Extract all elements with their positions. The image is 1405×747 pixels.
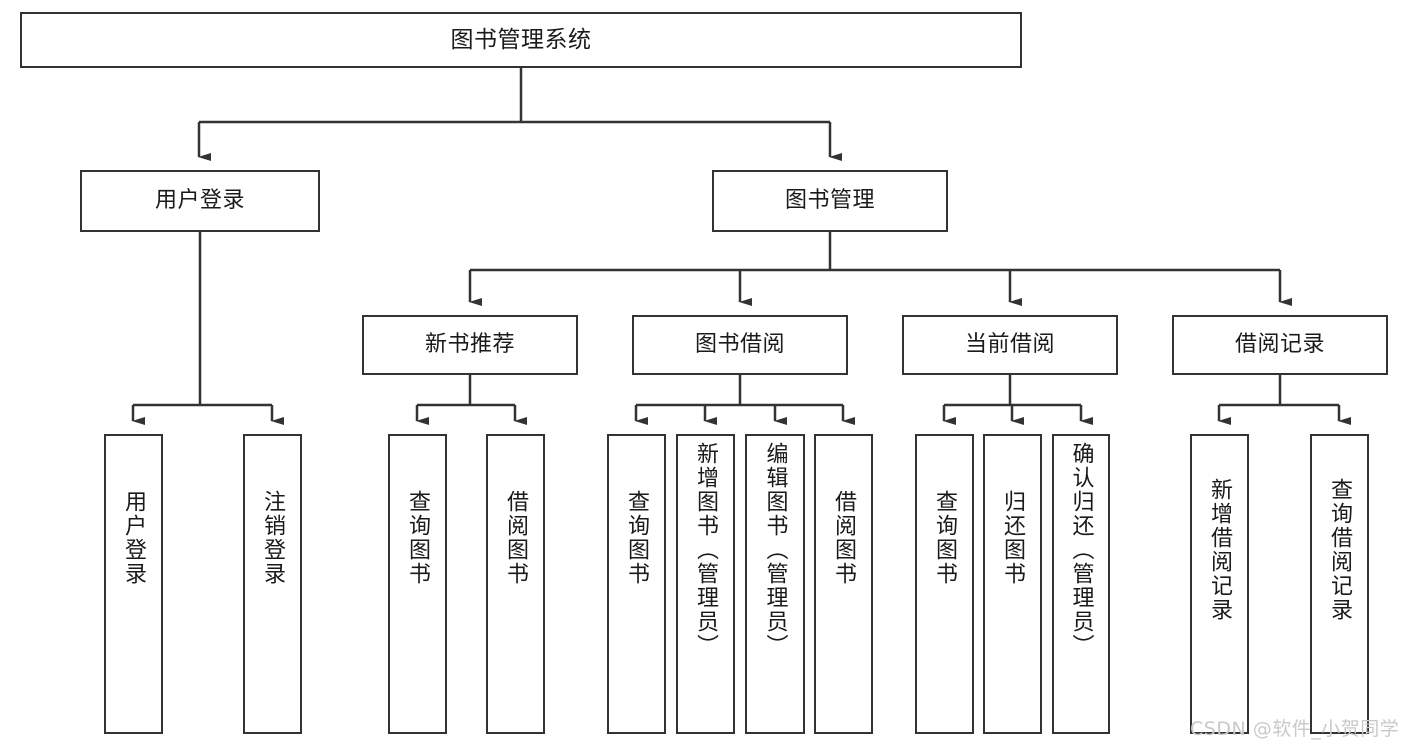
node-level2-book-management[interactable]: 图书管理 — [712, 170, 948, 232]
node-leaf-label: 查询图书 — [624, 490, 650, 586]
node-leaf-leaf-add-borrow-record[interactable]: 新增借阅记录 — [1190, 434, 1249, 734]
node-leaf-label: 确认归还（管理员） — [1068, 442, 1094, 658]
node-root-label: 图书管理系统 — [450, 26, 592, 53]
node-level3-label: 当前借阅 — [964, 332, 1055, 357]
node-level2-label: 图书管理 — [784, 188, 875, 213]
node-leaf-leaf-query-book-2[interactable]: 查询图书 — [607, 434, 666, 734]
node-level3-label: 图书借阅 — [694, 332, 785, 357]
node-leaf-leaf-query-borrow-record[interactable]: 查询借阅记录 — [1310, 434, 1369, 734]
node-leaf-label: 借阅图书 — [503, 490, 529, 586]
node-level3-current-borrow[interactable]: 当前借阅 — [902, 315, 1118, 375]
node-leaf-label: 注销登录 — [260, 490, 286, 586]
node-leaf-leaf-borrow-book-2[interactable]: 借阅图书 — [814, 434, 873, 734]
node-level2-user-login[interactable]: 用户登录 — [80, 170, 320, 232]
node-leaf-leaf-query-book-1[interactable]: 查询图书 — [388, 434, 447, 734]
node-leaf-label: 查询图书 — [932, 490, 958, 586]
node-leaf-leaf-confirm-return[interactable]: 确认归还（管理员） — [1052, 434, 1110, 734]
node-leaf-label: 归还图书 — [1000, 490, 1026, 586]
node-leaf-label: 新增图书（管理员） — [693, 442, 719, 658]
node-leaf-label: 用户登录 — [121, 490, 147, 586]
node-level3-label: 新书推荐 — [424, 332, 515, 357]
node-level3-new-book-recommend[interactable]: 新书推荐 — [362, 315, 578, 375]
node-level3-label: 借阅记录 — [1234, 332, 1325, 357]
node-leaf-leaf-query-book-3[interactable]: 查询图书 — [915, 434, 974, 734]
node-root[interactable]: 图书管理系统 — [20, 12, 1022, 68]
watermark: CSDN @软件_小贺同学 — [1190, 718, 1400, 740]
node-leaf-leaf-edit-book[interactable]: 编辑图书（管理员） — [745, 434, 805, 734]
node-leaf-label: 新增借阅记录 — [1207, 478, 1233, 622]
node-leaf-leaf-logout-login[interactable]: 注销登录 — [243, 434, 302, 734]
node-leaf-leaf-return-book[interactable]: 归还图书 — [983, 434, 1042, 734]
node-level3-borrow-record[interactable]: 借阅记录 — [1172, 315, 1388, 375]
node-leaf-leaf-add-book[interactable]: 新增图书（管理员） — [676, 434, 735, 734]
node-leaf-label: 借阅图书 — [831, 490, 857, 586]
node-leaf-leaf-user-login[interactable]: 用户登录 — [104, 434, 163, 734]
node-leaf-leaf-borrow-book-1[interactable]: 借阅图书 — [486, 434, 545, 734]
node-level2-label: 用户登录 — [154, 188, 245, 213]
node-leaf-label: 编辑图书（管理员） — [762, 442, 788, 658]
node-leaf-label: 查询图书 — [405, 490, 431, 586]
node-level3-book-borrow[interactable]: 图书借阅 — [632, 315, 848, 375]
node-leaf-label: 查询借阅记录 — [1327, 478, 1353, 622]
